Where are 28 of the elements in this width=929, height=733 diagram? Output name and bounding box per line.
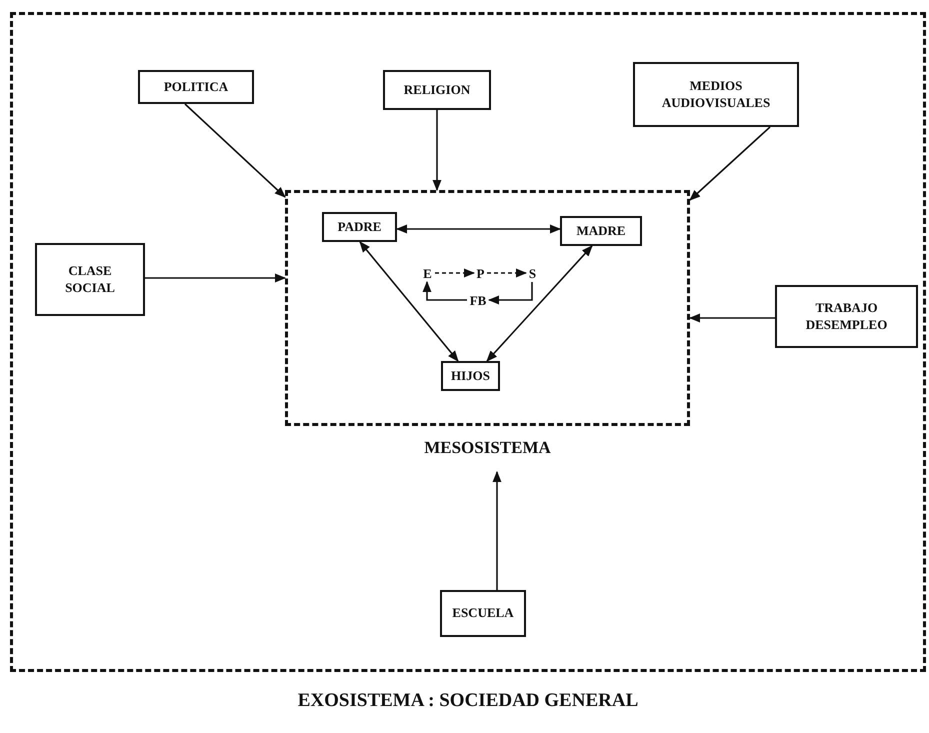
arrow (688, 314, 775, 322)
node-label: FB (467, 292, 489, 309)
arrow (432, 110, 442, 192)
label-box: RELIGION (383, 70, 491, 110)
arrow (689, 126, 771, 201)
arrow (488, 282, 533, 304)
label-box: MEDIOS AUDIOVISUALES (633, 62, 799, 127)
node-label: P (474, 265, 487, 282)
system-title: MESOSISTEMA (423, 438, 552, 458)
arrow (487, 268, 528, 278)
arrow (435, 268, 476, 278)
arrow (184, 103, 286, 198)
label-box: TRABAJO DESEMPLEO (775, 285, 918, 348)
system-title: EXOSISTEMA : SOCIEDAD GENERAL (296, 690, 640, 712)
label-box: CLASE SOCIAL (35, 243, 145, 316)
arrow (359, 241, 459, 362)
node-label: E (420, 265, 435, 282)
arrow (145, 274, 286, 282)
arrow (492, 470, 502, 590)
node-label: S (526, 265, 539, 282)
arrow (486, 245, 593, 362)
label-box: PADRE (322, 212, 397, 242)
label-box: POLITICA (138, 70, 254, 104)
arrow (422, 280, 467, 301)
label-box: HIJOS (441, 361, 500, 391)
label-box: ESCUELA (440, 590, 526, 637)
label-box: MADRE (560, 216, 642, 246)
arrow (396, 224, 562, 234)
